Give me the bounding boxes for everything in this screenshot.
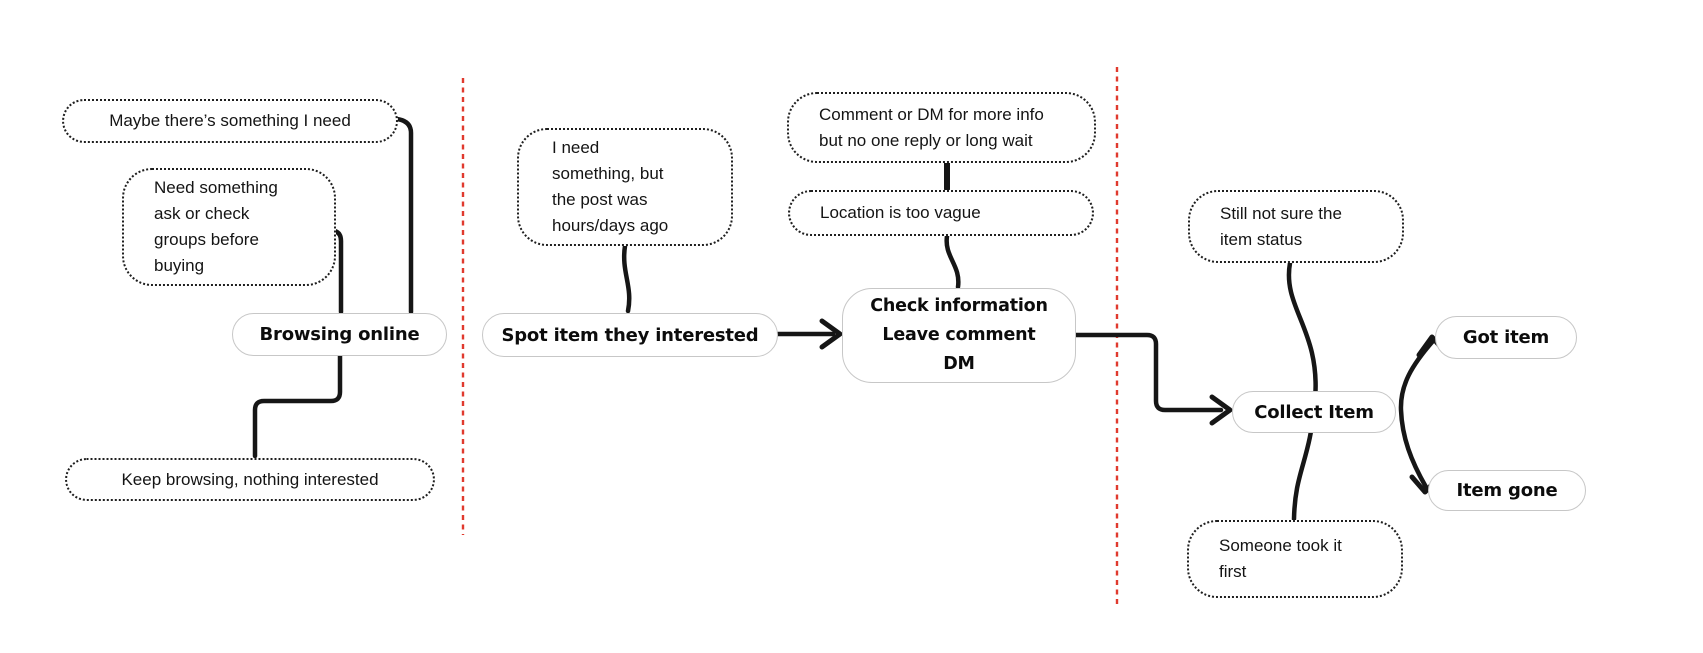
node-got-item[interactable]: Got item xyxy=(1435,316,1577,359)
node-spot-item-label: Spot item they interested xyxy=(501,324,759,346)
connector-location-to-checkinfo xyxy=(944,233,961,290)
node-need-ask-label: Need something ask or check groups befor… xyxy=(154,178,278,275)
node-location-vague[interactable]: Location is too vague xyxy=(788,190,1094,236)
node-comment-dm[interactable]: Comment or DM for more info but no one r… xyxy=(787,92,1096,163)
node-comment-dm-label: Comment or DM for more info but no one r… xyxy=(819,104,1044,150)
connector-needask-to-browsing xyxy=(332,228,344,315)
node-item-gone[interactable]: Item gone xyxy=(1428,470,1586,511)
node-still-not-sure[interactable]: Still not sure the item status xyxy=(1188,190,1404,263)
connector-browsing-to-keepbrowsing xyxy=(252,353,343,459)
node-need-ask[interactable]: Need something ask or check groups befor… xyxy=(122,168,336,286)
node-keep-browsing[interactable]: Keep browsing, nothing interested xyxy=(65,458,435,501)
node-maybe-need-label: Maybe there’s something I need xyxy=(109,111,351,130)
connector-maybe-to-browsing xyxy=(394,116,414,315)
node-collect-item[interactable]: Collect Item xyxy=(1232,391,1396,433)
node-location-vague-label: Location is too vague xyxy=(820,203,981,222)
arrowhead-spot-to-checkinfo xyxy=(819,318,843,350)
connector-checkinfo-to-collect xyxy=(1073,332,1224,413)
node-someone-took-label: Someone took it first xyxy=(1219,536,1342,581)
node-still-not-sure-label: Still not sure the item status xyxy=(1220,203,1342,249)
node-maybe-need[interactable]: Maybe there’s something I need xyxy=(62,99,398,143)
node-check-info[interactable]: Check information Leave comment DM xyxy=(842,288,1076,383)
node-spot-item[interactable]: Spot item they interested xyxy=(482,313,778,357)
node-collect-item-label: Collect Item xyxy=(1254,401,1374,423)
node-check-info-label: Check information Leave comment DM xyxy=(870,296,1048,374)
node-i-need-something-label: I need something, but the post was hours… xyxy=(552,138,669,235)
node-someone-took[interactable]: Someone took it first xyxy=(1187,520,1403,598)
arrowhead-checkinfo-to-collect xyxy=(1209,394,1233,426)
node-i-need-something[interactable]: I need something, but the post was hours… xyxy=(517,128,733,246)
node-browsing-online-label: Browsing online xyxy=(259,324,420,345)
connector-ineed-to-spot xyxy=(621,243,632,314)
node-keep-browsing-label: Keep browsing, nothing interested xyxy=(121,469,379,489)
node-item-gone-label: Item gone xyxy=(1456,480,1558,501)
node-got-item-label: Got item xyxy=(1462,327,1550,348)
node-browsing-online[interactable]: Browsing online xyxy=(232,313,447,356)
connector-collect-outcomes xyxy=(1398,338,1436,490)
